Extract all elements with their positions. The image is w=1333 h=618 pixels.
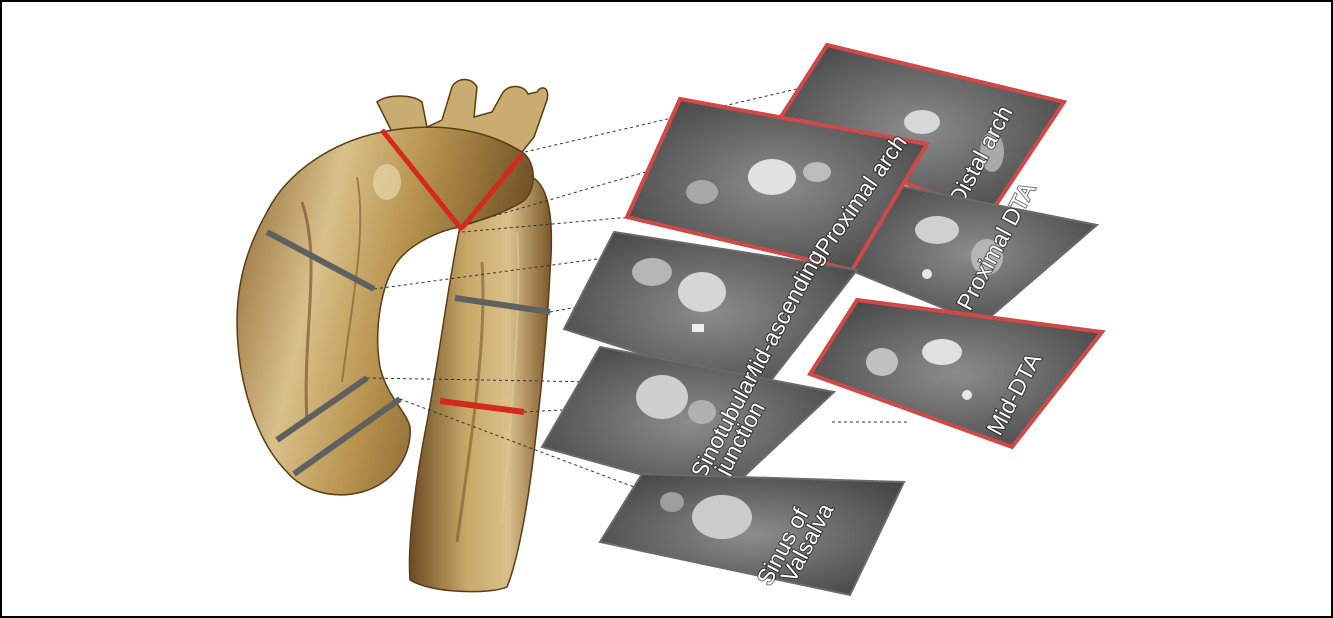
aorta-3d-model: [237, 80, 551, 592]
slice-sinus-of-valsalva: Sinus of Valsalva: [600, 474, 904, 595]
slice-mid-dta: Mid-DTA: [810, 300, 1102, 447]
descending-aorta: [409, 177, 551, 592]
